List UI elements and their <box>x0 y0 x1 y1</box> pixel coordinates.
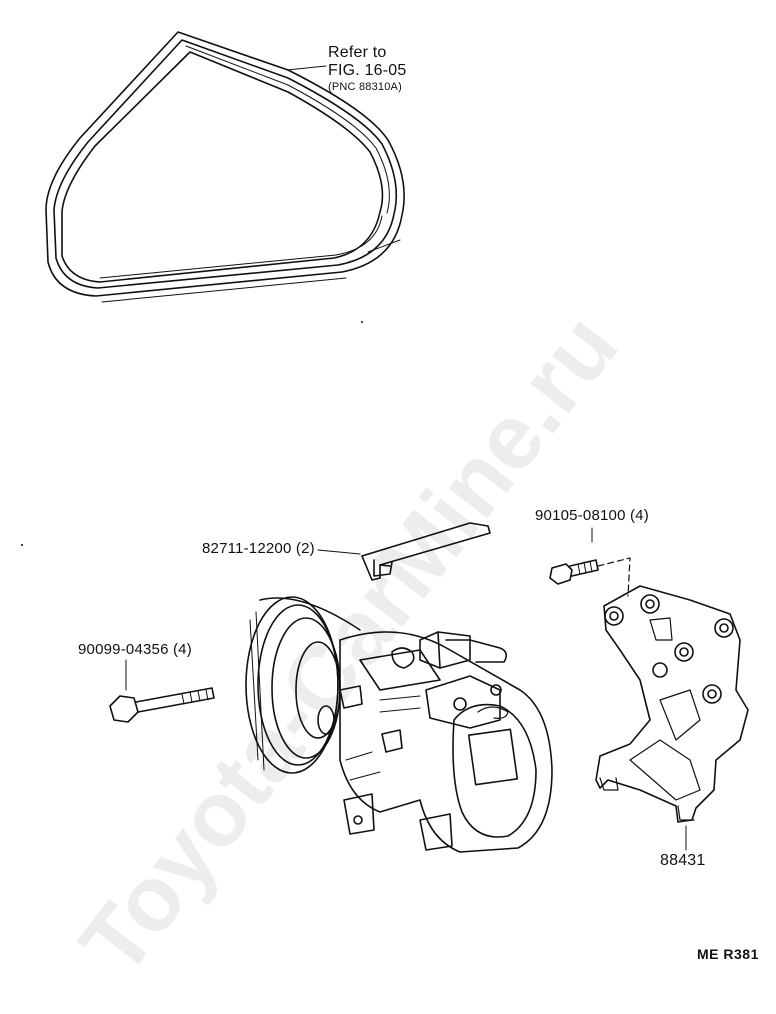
bracket-88431 <box>595 585 749 851</box>
belt-reference-line1: Refer to <box>328 44 387 61</box>
drive-belt <box>45 31 405 303</box>
bolt-90099 <box>109 659 215 723</box>
part-label-88431: 88431 <box>660 852 706 869</box>
bolt-90105 <box>549 527 631 597</box>
ac-compressor <box>245 596 553 853</box>
belt-reference-line2: FIG. 16-05 <box>328 62 407 79</box>
clip-82711 <box>317 522 491 581</box>
part-label-90105: 90105-08100 (4) <box>535 507 649 524</box>
part-label-90099: 90099-04356 (4) <box>78 641 192 658</box>
belt-reference-pnc: (PNC 88310A) <box>328 81 402 93</box>
figure-code: ME R381 <box>697 946 759 962</box>
part-label-82711: 82711-12200 (2) <box>202 540 315 557</box>
